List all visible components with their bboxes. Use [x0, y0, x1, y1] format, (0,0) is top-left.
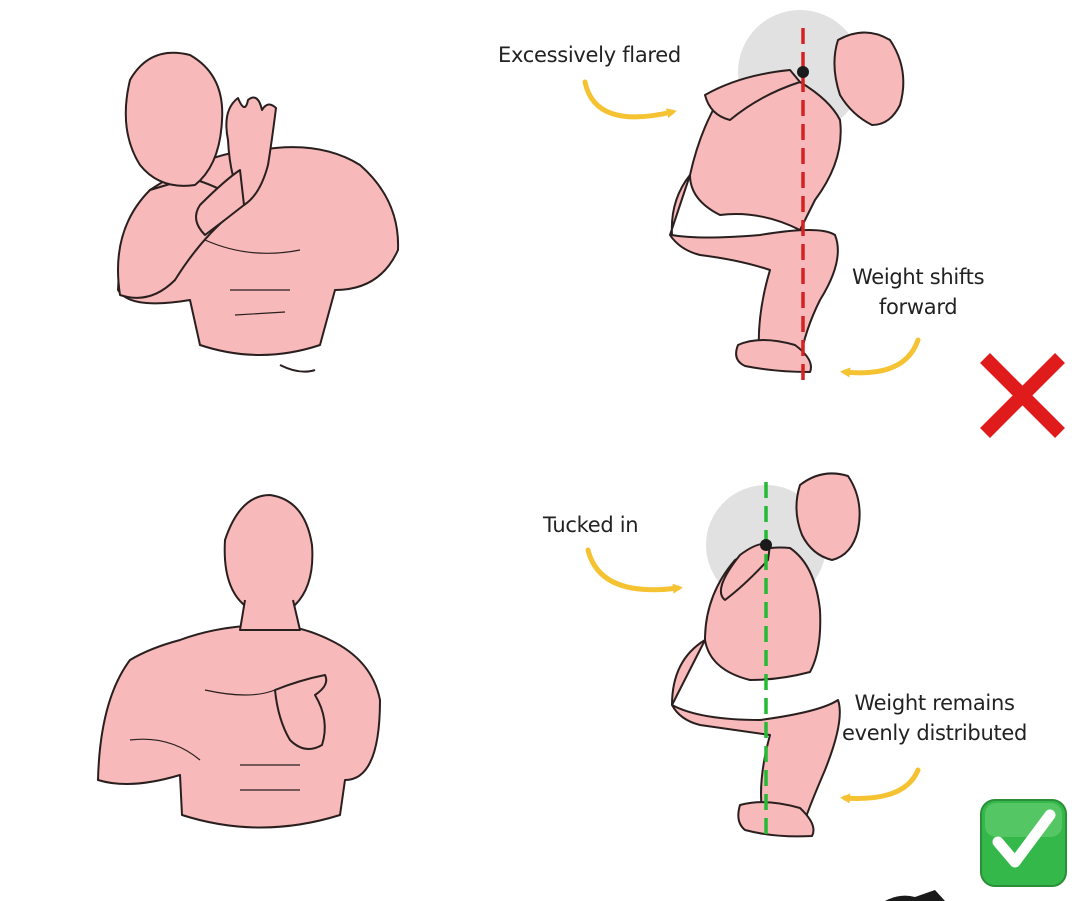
label-elbow-tucked: Tucked in [543, 513, 639, 537]
front-view-tucked-figure [97, 494, 381, 829]
arrow-icon [585, 547, 683, 594]
label-weight-shifts: Weight shifts forward [852, 265, 985, 320]
arrow-icon [840, 767, 921, 804]
arrow-icon [840, 337, 921, 378]
side-view-correct-figure [671, 472, 861, 842]
front-view-flared-figure [117, 51, 400, 373]
side-view-incorrect-figure [669, 10, 905, 380]
red-x-icon [980, 353, 1065, 438]
label-elbow-flared: Excessively flared [498, 43, 681, 67]
label-weight-remains: Weight remains evenly distributed [842, 691, 1028, 746]
green-check-icon [980, 799, 1067, 887]
arrow-icon [582, 79, 677, 120]
decorative-stroke [885, 890, 945, 901]
